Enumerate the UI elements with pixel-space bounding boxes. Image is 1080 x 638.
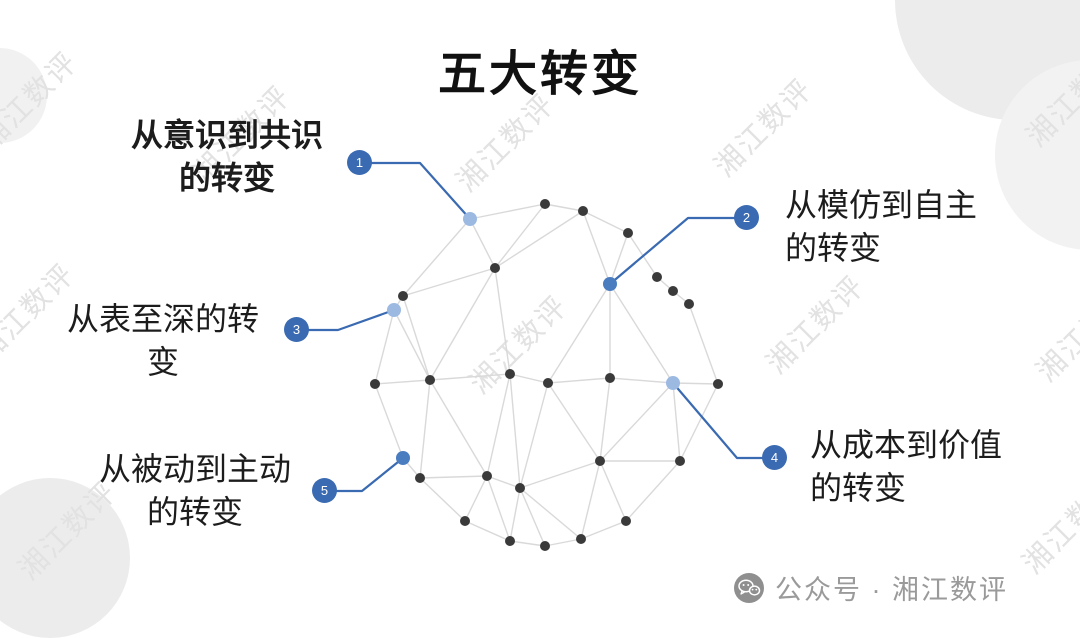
callout-label-line: 的转变 [785,230,882,267]
callout-label-line: 从被动到主动 [98,451,291,487]
callout-anchor-dots [387,212,680,465]
callout-label-line: 从表至深的转 [66,301,259,337]
page-title: 五大转变 [437,48,642,101]
callout-label-5: 从被动到主动 的转变 [88,448,302,534]
callout-number-1: 1 [347,150,372,175]
callout-label-line: 从模仿到自主 [785,187,978,223]
callout-label-line: 从成本到价值 [810,427,1003,463]
footer-text: 公众号 · 湘江数评 [775,575,1008,605]
anchor-dot-3 [387,303,401,317]
callout-label-line: 从意识到共识 [130,117,323,153]
callout-number-3: 3 [284,317,309,342]
sphere-vertex-dots [370,199,723,551]
callout-label-1: 从意识到共识 的转变 [108,114,346,200]
callout-label-2: 从模仿到自主 的转变 [785,184,1035,270]
anchor-dot-2 [603,277,617,291]
callout-label-3: 从表至深的转 变 [56,298,270,384]
callout-connector-lines [307,161,765,493]
callout-label-line: 的转变 [146,494,243,531]
callout-number-5: 5 [312,478,337,503]
callout-label-4: 从成本到价值 的转变 [810,424,1060,510]
callout-number-4: 4 [762,445,787,470]
footer: 公众号 · 湘江数评 [733,568,1008,607]
callout-label-line: 的转变 [810,470,907,507]
callout-number-2: 2 [734,205,759,230]
wechat-icon [734,572,764,603]
anchor-dot-1 [463,212,477,226]
network-sphere-graphic [307,161,765,551]
callout-label-line: 的转变 [178,160,275,197]
sphere-mesh-lines [374,203,719,547]
callout-label-line: 变 [146,344,179,381]
anchor-dot-4 [666,376,680,390]
anchor-dot-5 [396,451,410,465]
